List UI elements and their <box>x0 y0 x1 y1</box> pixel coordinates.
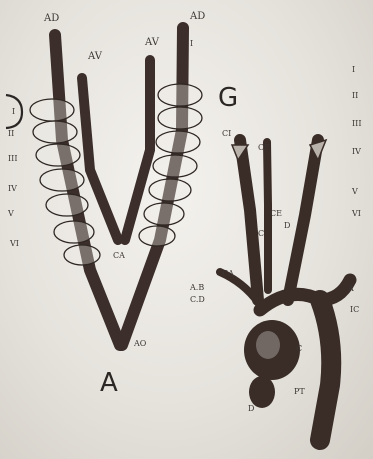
label-ca-left: CA <box>222 270 234 278</box>
arch-ring-left-6 <box>54 221 94 243</box>
caption-g: G <box>218 85 238 111</box>
right-col-label-1: I <box>352 66 355 74</box>
label-d: D <box>248 405 254 413</box>
label-i-right: I <box>190 40 193 48</box>
label-ci: CI <box>222 130 231 138</box>
label-ao: AO <box>134 340 146 348</box>
label-cd: C.D <box>190 296 205 304</box>
descending-aorta <box>320 300 331 440</box>
left-ventral-aorta <box>82 78 118 240</box>
heart-highlight <box>256 331 280 359</box>
partial-left-letter: D <box>0 88 22 116</box>
label-av-right: AV <box>145 38 159 48</box>
label-ce: CE <box>258 144 270 152</box>
label-ce-sub: D <box>284 222 290 230</box>
label-ad-right: AD <box>190 12 205 22</box>
right-col-label-3: III <box>352 120 361 128</box>
arch-label-left-4: IV <box>8 185 17 193</box>
figure-g-heart <box>244 320 300 408</box>
arch-ring-left-5 <box>46 194 88 216</box>
external-carotid <box>267 142 268 290</box>
caption-a: A <box>100 370 118 396</box>
aortic-arch <box>260 280 350 310</box>
internal-carotid-right <box>288 140 318 300</box>
figure-g-vessels <box>220 140 350 440</box>
label-ab: A.B <box>190 284 204 292</box>
arch-ring-right-7 <box>139 226 175 246</box>
label-ce-inner: CE <box>270 210 282 218</box>
arch-label-left-3: III <box>8 155 17 163</box>
arch-ring-left-2 <box>33 121 77 143</box>
arch-ring-right-2 <box>158 107 202 129</box>
arch-ring-left-4 <box>40 169 84 191</box>
right-col-label-4: IV <box>352 148 361 156</box>
arch-ring-left-1 <box>30 99 74 121</box>
label-av-left: AV <box>88 52 102 62</box>
label-ad-left: AD <box>44 14 59 24</box>
arch-ring-right-3 <box>156 131 200 153</box>
right-col-label-2: II <box>352 92 358 100</box>
internal-carotid-left <box>240 140 258 300</box>
arch-ring-left-7 <box>64 245 100 265</box>
arch-ring-right-6 <box>144 203 184 225</box>
arch-label-left-5: V <box>8 210 14 218</box>
label-ca: CA <box>113 252 125 260</box>
label-pt: PT <box>294 388 305 396</box>
arch-label-left-6: VI <box>10 240 19 248</box>
arch-ring-right-5 <box>149 179 191 201</box>
label-ca-mid: C <box>296 345 302 353</box>
arch-ring-right-4 <box>153 155 197 177</box>
label-c: C <box>258 230 264 238</box>
arch-ring-left-3 <box>36 144 80 166</box>
right-col-label-5: V <box>352 188 358 196</box>
right-col-label-6: VI <box>352 210 361 218</box>
arch-label-left-2: II <box>8 130 14 138</box>
arch-ring-right-1 <box>158 84 202 106</box>
label-aa: A <box>348 285 354 293</box>
label-ic: IC <box>350 306 359 314</box>
